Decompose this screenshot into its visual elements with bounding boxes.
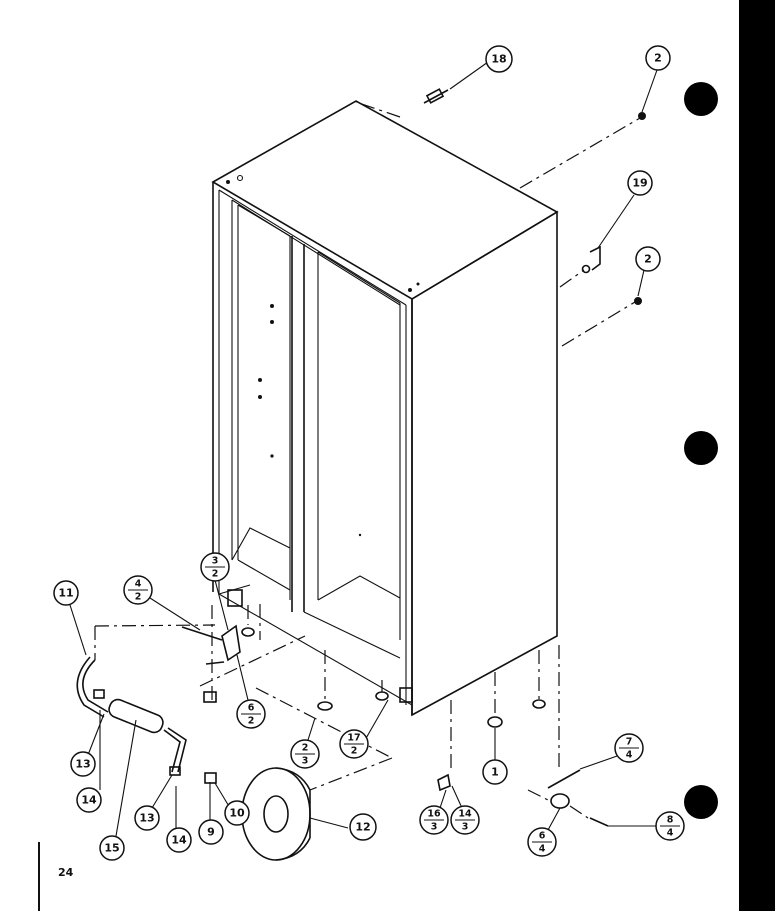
callout-19: 19 xyxy=(627,170,653,196)
callout-pointers xyxy=(69,61,658,837)
callout-11: 11 xyxy=(53,580,79,606)
svg-text:14: 14 xyxy=(171,834,187,847)
leader-lines xyxy=(94,101,641,791)
callout-14-right: 14 xyxy=(166,827,192,853)
fraction-callouts: 3 2 4 2 6 2 2 3 17 2 xyxy=(123,552,685,857)
part-13-clamp-upper xyxy=(93,689,105,699)
part-hinge-assembly xyxy=(181,589,243,665)
svg-text:15: 15 xyxy=(104,842,119,855)
part-2-nut-upper xyxy=(638,112,646,120)
callout-9: 9 xyxy=(198,819,224,845)
refrigerator-cabinet xyxy=(211,100,559,717)
part-12-drain-pan xyxy=(241,767,311,861)
svg-text:13: 13 xyxy=(139,812,154,825)
part-8-screw xyxy=(589,817,609,827)
callout-1: 1 xyxy=(482,759,508,785)
callout-2-upper: 2 xyxy=(645,45,671,71)
callout-2-over-3: 2 3 xyxy=(290,739,320,769)
svg-text:3: 3 xyxy=(431,822,438,833)
page-number: 24 xyxy=(58,866,74,879)
svg-text:10: 10 xyxy=(229,807,245,820)
svg-text:3: 3 xyxy=(212,556,219,567)
svg-text:18: 18 xyxy=(491,53,506,66)
binder-hole-top xyxy=(684,82,718,116)
cabinet-right-side xyxy=(411,210,558,717)
svg-text:3: 3 xyxy=(462,822,469,833)
svg-text:2: 2 xyxy=(212,569,219,580)
part-2-3-leveler xyxy=(317,701,333,711)
svg-text:2: 2 xyxy=(351,746,358,757)
callout-15: 15 xyxy=(99,835,125,861)
drain-tube-assembly xyxy=(76,656,187,830)
svg-text:13: 13 xyxy=(75,758,90,771)
svg-text:3: 3 xyxy=(302,756,309,767)
svg-text:17: 17 xyxy=(347,733,360,744)
svg-text:14: 14 xyxy=(458,809,472,820)
svg-text:4: 4 xyxy=(667,828,674,839)
part-16-clip xyxy=(437,773,451,792)
svg-text:4: 4 xyxy=(135,579,142,590)
part-13-clamp-lower xyxy=(169,766,181,776)
part-2-nut-lower xyxy=(634,297,642,305)
callout-6-over-4: 6 4 xyxy=(527,827,557,857)
part-7-screw xyxy=(547,769,581,789)
part-17-roller xyxy=(399,687,413,703)
callout-6-over-2: 6 2 xyxy=(236,699,266,729)
callout-18: 18 xyxy=(485,45,513,73)
svg-text:7: 7 xyxy=(626,737,633,748)
svg-text:9: 9 xyxy=(207,826,215,839)
svg-text:6: 6 xyxy=(248,703,255,714)
scan-edge-bar xyxy=(739,0,775,911)
svg-text:4: 4 xyxy=(539,844,546,855)
callout-16-over-3: 16 3 xyxy=(419,805,449,835)
callout-14-left: 14 xyxy=(76,787,102,813)
binder-hole-middle xyxy=(684,431,718,465)
callout-14-over-3: 14 3 xyxy=(450,805,480,835)
callout-2-lower: 2 xyxy=(635,246,661,272)
callouts: 18 2 19 2 11 13 14 15 xyxy=(53,45,671,861)
callout-13-right: 13 xyxy=(134,805,160,831)
binder-hole-bottom xyxy=(684,785,718,819)
callout-8-over-4: 8 4 xyxy=(655,811,685,841)
svg-text:11: 11 xyxy=(58,587,73,600)
hardware-parts xyxy=(181,88,646,827)
svg-text:16: 16 xyxy=(427,809,441,820)
svg-text:2: 2 xyxy=(248,716,255,727)
part-1-leveler xyxy=(487,716,503,728)
callout-12: 12 xyxy=(349,813,377,841)
callout-17-over-2: 17 2 xyxy=(339,729,369,759)
margin-rule xyxy=(38,842,40,911)
svg-text:19: 19 xyxy=(632,177,647,190)
svg-text:1: 1 xyxy=(491,766,499,779)
svg-text:8: 8 xyxy=(667,815,674,826)
svg-text:6: 6 xyxy=(539,831,546,842)
part-leveler-left xyxy=(241,627,255,637)
part-9-clip xyxy=(203,691,217,703)
svg-text:2: 2 xyxy=(135,592,142,603)
svg-text:4: 4 xyxy=(626,750,633,761)
part-6-roller xyxy=(550,793,570,809)
svg-text:2: 2 xyxy=(302,743,309,754)
part-15-drain-tube xyxy=(108,698,164,734)
callout-3-over-2: 3 2 xyxy=(200,552,230,582)
part-10-clip xyxy=(204,772,217,784)
part-19-bracket xyxy=(581,245,601,274)
svg-text:2: 2 xyxy=(644,253,652,266)
callout-13-left: 13 xyxy=(70,751,96,777)
svg-text:14: 14 xyxy=(81,794,97,807)
callout-7-over-4: 7 4 xyxy=(614,733,644,763)
part-18-bolt xyxy=(423,88,449,104)
svg-text:2: 2 xyxy=(654,52,662,65)
svg-text:12: 12 xyxy=(355,821,370,834)
callout-4-over-2: 4 2 xyxy=(123,575,153,605)
cabinet-top xyxy=(211,100,559,300)
callout-10: 10 xyxy=(224,800,250,826)
